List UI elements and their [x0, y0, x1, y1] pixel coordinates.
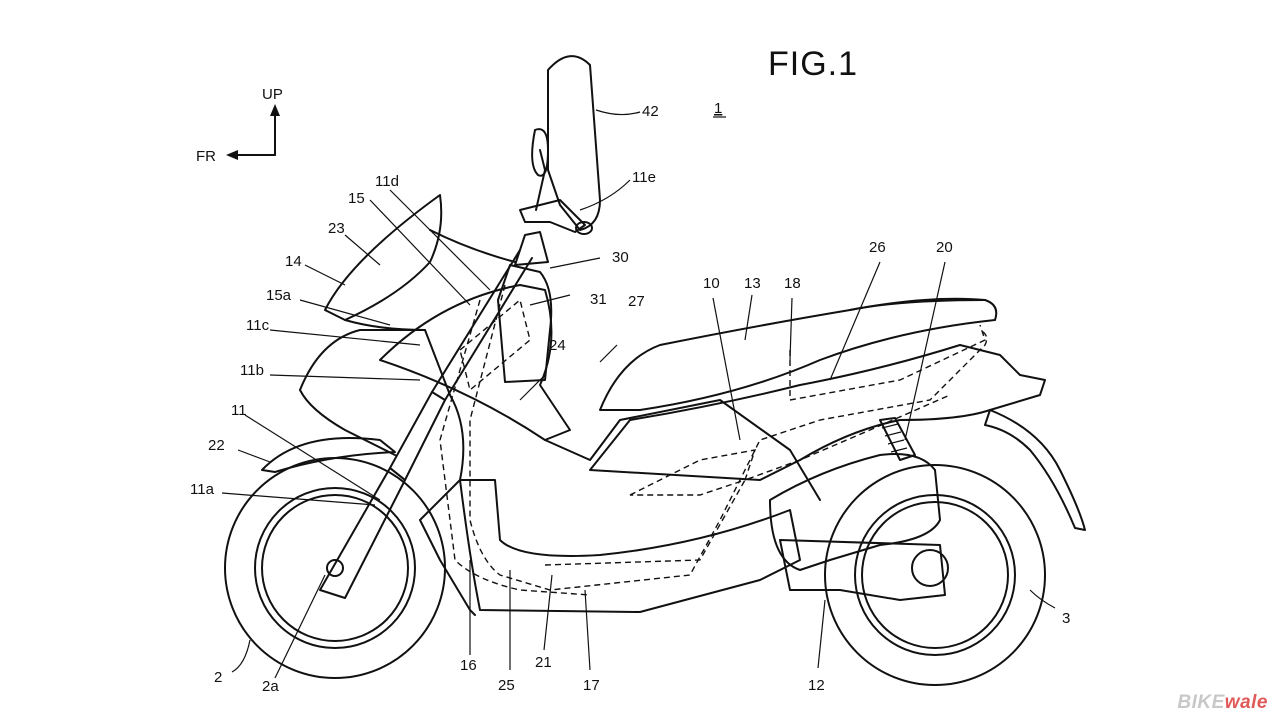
- label-15: 15: [348, 190, 365, 207]
- label-22: 22: [208, 437, 225, 454]
- label-25: 25: [498, 677, 515, 694]
- label-12: 12: [808, 677, 825, 694]
- watermark-logo: BIKEwale: [1177, 692, 1268, 714]
- label-27: 27: [628, 293, 645, 310]
- windscreen-upper-edge: [429, 229, 516, 263]
- front-fork: [319, 249, 533, 599]
- power-unit: [769, 453, 941, 571]
- watermark-text-main: BIKE: [1177, 692, 1225, 713]
- figure-ref-number: 1: [714, 100, 722, 117]
- label-11: 11: [231, 402, 247, 419]
- label-23: 23: [328, 220, 345, 237]
- seat-top-edge: [849, 299, 986, 311]
- label-31: 31: [590, 291, 607, 308]
- front-fender: [261, 437, 396, 473]
- meter-cover: [497, 264, 553, 383]
- label-13: 13: [744, 275, 761, 292]
- label-15a: 15a: [266, 287, 292, 304]
- front-arrow-icon: [226, 150, 238, 160]
- direction-up-label: UP: [262, 86, 283, 103]
- direction-indicator: UP FR: [196, 86, 283, 165]
- up-arrow-icon: [270, 104, 280, 116]
- front-wheel: [224, 457, 446, 679]
- direction-front-label: FR: [196, 148, 216, 165]
- rear-axle: [911, 549, 949, 587]
- label-2: 2: [214, 669, 222, 686]
- rear-body-cover: [589, 344, 1046, 481]
- figure-title: FIG.1: [768, 45, 858, 83]
- label-42: 42: [642, 103, 659, 120]
- rear-shock: [879, 417, 916, 461]
- label-24: 24: [549, 337, 566, 354]
- label-30: 30: [612, 249, 629, 266]
- floor-panel: [459, 479, 801, 613]
- windscreen-lower-edge: [344, 319, 426, 331]
- inner-panel: [379, 284, 571, 441]
- label-3: 3: [1062, 610, 1070, 627]
- rear-wheel: [824, 464, 1046, 686]
- floor-upper-line: [544, 399, 821, 501]
- rear-fender: [984, 409, 1086, 531]
- callout-labels: 42 11e 11d 15 23 14 15a 11c 11b 11 22 11…: [190, 103, 1070, 695]
- label-11a: 11a: [190, 481, 215, 498]
- windscreen: [324, 194, 443, 321]
- label-11d: 11d: [375, 173, 399, 190]
- visor-element: [547, 55, 601, 231]
- hidden-frame-lines: [439, 284, 988, 596]
- label-17: 17: [583, 677, 600, 694]
- watermark-text-accent: wale: [1224, 692, 1268, 713]
- handlebar-assembly: [514, 128, 593, 266]
- front-cover: [299, 329, 476, 616]
- leader-lines: [221, 109, 1056, 679]
- label-18: 18: [784, 275, 801, 292]
- front-cover-lower: [299, 389, 396, 456]
- label-2a: 2a: [262, 678, 279, 695]
- label-20: 20: [936, 239, 953, 256]
- label-11c: 11c: [246, 317, 270, 334]
- label-16: 16: [460, 657, 477, 674]
- label-11b: 11b: [240, 362, 264, 379]
- swing-arm: [779, 539, 946, 601]
- label-21: 21: [535, 654, 552, 671]
- rear-shock-spring: [881, 423, 908, 453]
- label-26: 26: [869, 239, 886, 256]
- label-11e: 11e: [632, 169, 656, 186]
- label-10: 10: [703, 275, 720, 292]
- label-14: 14: [285, 253, 302, 270]
